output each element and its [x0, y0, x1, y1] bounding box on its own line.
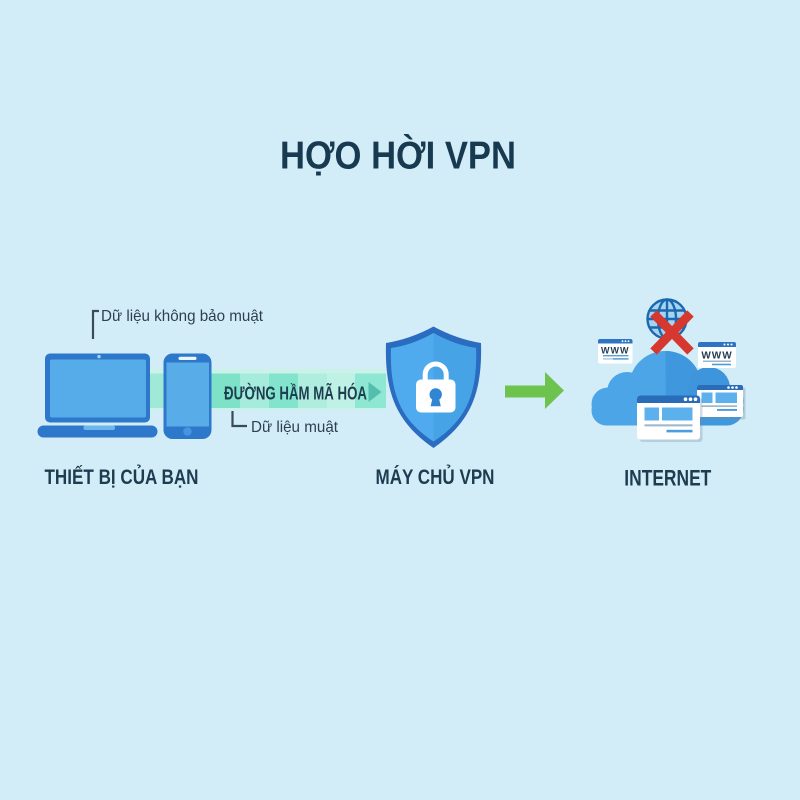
- svg-text:WWW: WWW: [701, 351, 732, 362]
- svg-text:HỢO HỜI VPN: HỢO HỜI VPN: [280, 134, 516, 178]
- svg-text:ĐƯỜNG HẦM MÃ HÓA: ĐƯỜNG HẦM MÃ HÓA: [224, 383, 367, 404]
- svg-text:INTERNET: INTERNET: [624, 466, 711, 491]
- svg-text:WWW: WWW: [601, 346, 629, 356]
- svg-text:THIẾT BỊ CỦA BẠN: THIẾT BỊ CỦA BẠN: [45, 465, 199, 489]
- svg-text:MÁY CHỦ VPN: MÁY CHỦ VPN: [376, 465, 495, 489]
- svg-text:Dữ liệu muật: Dữ liệu muật: [251, 419, 339, 436]
- svg-text:Dữ liệu không bảo muật: Dữ liệu không bảo muật: [101, 308, 264, 325]
